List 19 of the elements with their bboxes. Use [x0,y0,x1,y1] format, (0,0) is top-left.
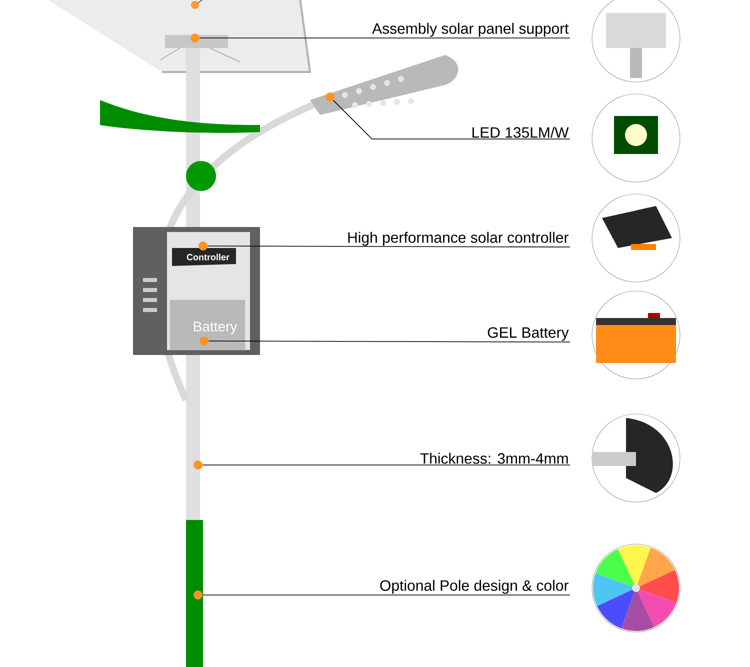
callout-text: GEL Battery [488,327,569,341]
marker-dot [200,336,208,346]
battery-label: Battery [194,322,238,334]
marker-dot [194,590,202,600]
controller-label: Controller [186,254,230,260]
marker-dot [194,460,202,470]
leader-line [208,340,570,342]
callout-text: Thickness: 3mm-4mm [420,452,568,464]
leader-line [207,246,570,248]
callout-text: LED 135LM/W [472,126,569,138]
callout-text: High performance solar controller [348,232,568,246]
callout-text: Assembly solar panel support [372,22,569,37]
marker-dot [326,92,334,102]
callout-text: Optional Pole design & color [380,580,568,594]
marker-dot [190,34,200,42]
leader-line [202,464,570,466]
leader-line [332,100,570,140]
leader-line [202,594,570,596]
marker-dot [198,242,208,250]
